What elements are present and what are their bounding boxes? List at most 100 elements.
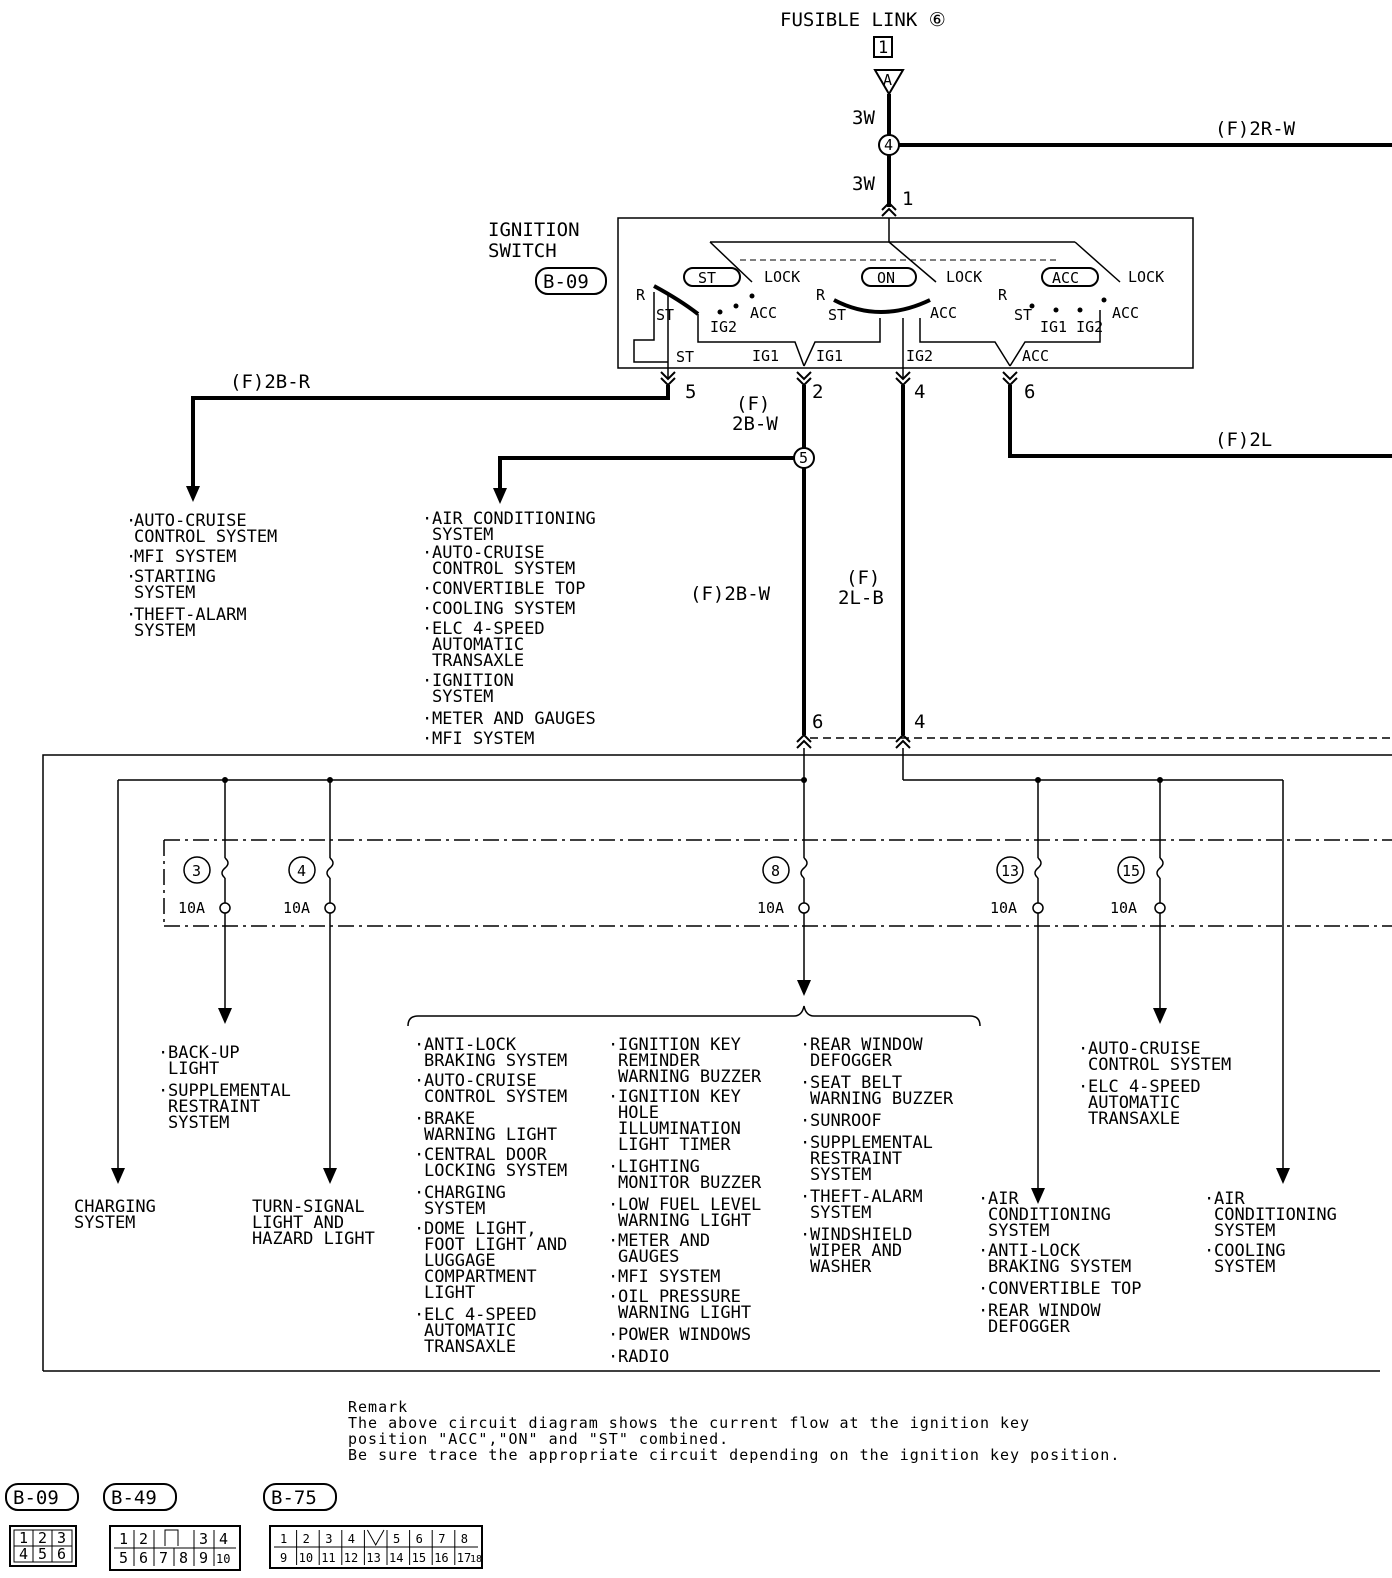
svg-text:·: · <box>608 1035 618 1055</box>
svg-text:LIGHT: LIGHT <box>168 1059 219 1079</box>
connector-b09-id: B-09 <box>13 1487 59 1509</box>
fuse-4: 4 10A <box>283 780 337 1184</box>
ig1-label-1: IG1 <box>752 347 779 365</box>
st-contact-arc <box>653 284 700 316</box>
svg-text:·: · <box>422 599 432 619</box>
remark-line-2: position "ACC","ON" and "ST" combined. <box>348 1430 729 1448</box>
svg-text:CONVERTIBLE TOP: CONVERTIBLE TOP <box>432 579 586 599</box>
fuse-block-outline <box>42 754 1392 1371</box>
fuse-15-rating: 10A <box>1110 899 1137 917</box>
b75-pin-2: 2 <box>303 1532 310 1546</box>
svg-text:·: · <box>608 1231 618 1251</box>
svg-text:·: · <box>422 709 432 729</box>
svg-text:·: · <box>422 619 432 639</box>
backup-output: · BACK-UP LIGHT · SUPPLEMENTAL RESTRAINT… <box>158 1043 291 1133</box>
remark-title: Remark <box>348 1398 408 1416</box>
svg-text:WARNING BUZZER: WARNING BUZZER <box>810 1089 954 1109</box>
b75-pin-15: 15 <box>412 1551 426 1565</box>
svg-text:FOOT LIGHT AND: FOOT LIGHT AND <box>424 1235 567 1255</box>
fuse-3-rating: 10A <box>178 899 205 917</box>
svg-text:SYSTEM: SYSTEM <box>810 1165 871 1185</box>
switch-pin1-connector <box>881 201 897 217</box>
svg-text:·: · <box>126 547 136 567</box>
svg-text:AUTOMATIC: AUTOMATIC <box>1088 1093 1180 1113</box>
svg-text:OIL PRESSURE: OIL PRESSURE <box>618 1287 741 1307</box>
svg-text:AIR: AIR <box>988 1189 1019 1209</box>
right-loads: · AIR CONDITIONING SYSTEM · COOLING SYST… <box>1204 1189 1337 1277</box>
svg-text:7: 7 <box>159 1549 168 1567</box>
fuse-15-loads: · AUTO-CRUISE CONTROL SYSTEM · ELC 4-SPE… <box>1078 1039 1231 1129</box>
svg-text:·: · <box>608 1325 618 1345</box>
charging-output: CHARGING SYSTEM <box>74 1197 156 1233</box>
svg-text:AUTO-CRUISE: AUTO-CRUISE <box>1088 1039 1201 1059</box>
switch-pin5-label: 5 <box>685 381 696 403</box>
svg-text:·: · <box>800 1111 810 1131</box>
svg-text:SYSTEM: SYSTEM <box>1214 1221 1275 1241</box>
svg-text:WINDSHIELD: WINDSHIELD <box>810 1225 912 1245</box>
svg-text:3: 3 <box>199 1530 208 1548</box>
b75-pin-18: 18 <box>470 1554 482 1565</box>
fuse-8-loads-col1: · ANTI-LOCK BRAKING SYSTEM · AUTO-CRUISE… <box>414 1035 567 1357</box>
wire-2rw-label: (F)2R-W <box>1215 118 1296 140</box>
ignition-switch-title-2: SWITCH <box>488 240 557 262</box>
lock-label-1: LOCK <box>764 268 800 286</box>
svg-text:·: · <box>978 1279 988 1299</box>
svg-text:COMPARTMENT: COMPARTMENT <box>424 1267 537 1287</box>
svg-text:DOME LIGHT,: DOME LIGHT, <box>424 1219 537 1239</box>
svg-text:WARNING LIGHT: WARNING LIGHT <box>618 1211 751 1231</box>
svg-text:WARNING BUZZER: WARNING BUZZER <box>618 1067 762 1087</box>
svg-text:·: · <box>422 579 432 599</box>
svg-text:LIGHT TIMER: LIGHT TIMER <box>618 1135 731 1155</box>
ig1-ig2-label: IG1 IG2 <box>1040 318 1103 336</box>
svg-text:·: · <box>800 1187 810 1207</box>
svg-text:·: · <box>414 1219 424 1239</box>
wire-2bw-label-b: 2B-W <box>732 413 778 435</box>
junction-4-label: 4 <box>884 136 893 154</box>
acc-label-2: ACC <box>930 304 957 322</box>
svg-text:AUTOMATIC: AUTOMATIC <box>424 1321 516 1341</box>
fuse-15: 15 10A <box>1110 780 1167 1024</box>
svg-text:·: · <box>1204 1189 1214 1209</box>
connector-b49-id: B-49 <box>111 1487 157 1509</box>
b75-pin-10: 10 <box>299 1551 313 1565</box>
pos-st-label: ST <box>698 269 716 287</box>
ignition-switch-title-1: IGNITION <box>488 219 580 241</box>
ig2-label-1: IG2 <box>710 318 737 336</box>
fuse-8-number: 8 <box>771 862 780 880</box>
wire-2bw-label-a: (F) <box>736 393 770 415</box>
svg-text:·: · <box>608 1087 618 1107</box>
svg-text:SYSTEM: SYSTEM <box>134 621 195 641</box>
st-label-3: ST <box>828 306 846 324</box>
pos-on-badge <box>861 267 917 287</box>
b75-pin-8: 8 <box>461 1532 468 1546</box>
fuse-8-rating: 10A <box>757 899 784 917</box>
svg-text:ANTI-LOCK: ANTI-LOCK <box>988 1241 1081 1261</box>
svg-text:·: · <box>608 1195 618 1215</box>
svg-text:·: · <box>1204 1241 1214 1261</box>
svg-text:·: · <box>422 509 432 529</box>
ignition-switch-box <box>617 217 1194 369</box>
b75-pin-9: 9 <box>280 1551 287 1565</box>
svg-text:·: · <box>422 729 432 749</box>
svg-text:8: 8 <box>179 1549 188 1567</box>
fuse-13: 13 10A <box>990 780 1045 1204</box>
svg-text:BRAKE: BRAKE <box>424 1109 475 1129</box>
svg-text:·: · <box>800 1035 810 1055</box>
svg-text:·: · <box>1078 1077 1088 1097</box>
svg-text:·: · <box>608 1267 618 1287</box>
svg-text:LOW FUEL LEVEL: LOW FUEL LEVEL <box>618 1195 761 1215</box>
svg-text:CONTROL SYSTEM: CONTROL SYSTEM <box>432 559 575 579</box>
lock-label-2: LOCK <box>946 268 982 286</box>
lock-label-3: LOCK <box>1128 268 1164 286</box>
r-label-1: R <box>636 286 646 304</box>
ig1-label-2: IG1 <box>816 347 843 365</box>
svg-text:REAR WINDOW: REAR WINDOW <box>810 1035 923 1055</box>
ig2-label-2: IG2 <box>906 347 933 365</box>
fuse-4-rating: 10A <box>283 899 310 917</box>
svg-text:SYSTEM: SYSTEM <box>168 1113 229 1133</box>
svg-text:CONTROL SYSTEM: CONTROL SYSTEM <box>1088 1055 1231 1075</box>
on-contact-arc <box>833 298 931 314</box>
svg-text:·: · <box>126 567 136 587</box>
svg-text:3: 3 <box>57 1529 66 1547</box>
fuse-8-brace <box>407 1005 981 1027</box>
